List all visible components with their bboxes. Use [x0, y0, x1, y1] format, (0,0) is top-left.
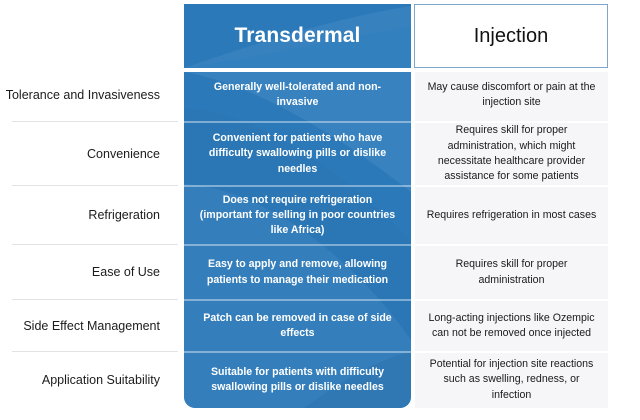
- injection-column: May cause discomfort or pain at the inje…: [415, 72, 608, 408]
- row-label-text: Refrigeration: [88, 208, 160, 223]
- injection-cell-refrigeration: Requires refrigeration in most cases: [415, 186, 608, 245]
- transdermal-cell-tolerance-and-invasiveness: Generally well-tolerated and non-invasiv…: [184, 72, 411, 122]
- transdermal-column: Generally well-tolerated and non-invasiv…: [184, 72, 411, 408]
- cell-text: Suitable for patients with difficulty sw…: [210, 365, 385, 393]
- cell-text: Requires skill for proper administration: [455, 258, 568, 286]
- row-divider: [12, 244, 178, 245]
- row-label-refrigeration: Refrigeration: [0, 186, 172, 245]
- cell-divider: [415, 121, 608, 123]
- cell-text: Requires refrigeration in most cases: [426, 208, 597, 221]
- transdermal-cell-application-suitability: Suitable for patients with difficulty sw…: [184, 352, 411, 408]
- row-divider: [12, 185, 178, 186]
- row-label-text: Side Effect Management: [23, 318, 160, 333]
- transdermal-cell-ease-of-use: Easy to apply and remove, allowing patie…: [184, 245, 411, 300]
- injection-cell-tolerance-and-invasiveness: May cause discomfort or pain at the inje…: [415, 68, 608, 122]
- cell-text: Requires skill for proper administration…: [437, 124, 586, 183]
- injection-cell-application-suitability: Potential for injection site reactions s…: [415, 352, 608, 408]
- cell-divider: [184, 299, 411, 301]
- cell-divider: [184, 244, 411, 246]
- row-divider: [12, 351, 178, 352]
- cell-divider: [184, 351, 411, 353]
- row-label-text: Tolerance and Invasiveness: [5, 87, 160, 102]
- cell-divider: [415, 351, 608, 353]
- cell-text: May cause discomfort or pain at the inje…: [427, 80, 596, 108]
- column-header-transdermal: Transdermal: [184, 4, 411, 68]
- cell-text: Does not require refrigeration (importan…: [199, 193, 396, 237]
- row-divider: [12, 121, 178, 122]
- row-label-application-suitability: Application Suitability: [0, 352, 172, 408]
- cell-divider: [415, 185, 608, 187]
- transdermal-cell-convenience: Convenient for patients who have difficu…: [184, 122, 411, 186]
- row-label-text: Convenience: [87, 146, 160, 161]
- row-label-convenience: Convenience: [0, 122, 172, 186]
- cell-divider: [184, 121, 411, 123]
- row-label-text: Ease of Use: [91, 265, 160, 280]
- cell-text: Long-acting injections like Ozempic can …: [428, 311, 595, 339]
- cell-divider: [184, 185, 411, 187]
- column-header-transdermal-label: Transdermal: [234, 24, 361, 47]
- transdermal-cell-side-effect-management: Patch can be removed in case of side eff…: [184, 300, 411, 352]
- row-label-column: Tolerance and Invasiveness Convenience R…: [0, 0, 184, 420]
- row-label-side-effect-management: Side Effect Management: [0, 300, 172, 352]
- injection-cell-side-effect-management: Long-acting injections like Ozempic can …: [415, 300, 608, 352]
- row-label-text: Application Suitability: [41, 372, 160, 387]
- cell-text: Generally well-tolerated and non-invasiv…: [213, 80, 382, 108]
- cell-divider: [415, 244, 608, 246]
- cell-text: Potential for injection site reactions s…: [429, 357, 594, 401]
- column-header-injection: Injection: [414, 4, 608, 68]
- row-label-ease-of-use: Ease of Use: [0, 245, 172, 300]
- injection-cell-convenience: Requires skill for proper administration…: [415, 122, 608, 186]
- header-wave-decoration: [184, 6, 411, 68]
- cell-text: Easy to apply and remove, allowing patie…: [206, 258, 389, 286]
- row-divider: [12, 299, 178, 300]
- cell-divider: [415, 299, 608, 301]
- row-label-tolerance-and-invasiveness: Tolerance and Invasiveness: [0, 68, 172, 122]
- cell-text: Convenient for patients who have difficu…: [208, 132, 387, 175]
- injection-cell-ease-of-use: Requires skill for proper administration: [415, 245, 608, 300]
- transdermal-cell-refrigeration: Does not require refrigeration (importan…: [184, 186, 411, 245]
- cell-text: Patch can be removed in case of side eff…: [203, 311, 392, 339]
- column-header-injection-label: Injection: [473, 24, 549, 47]
